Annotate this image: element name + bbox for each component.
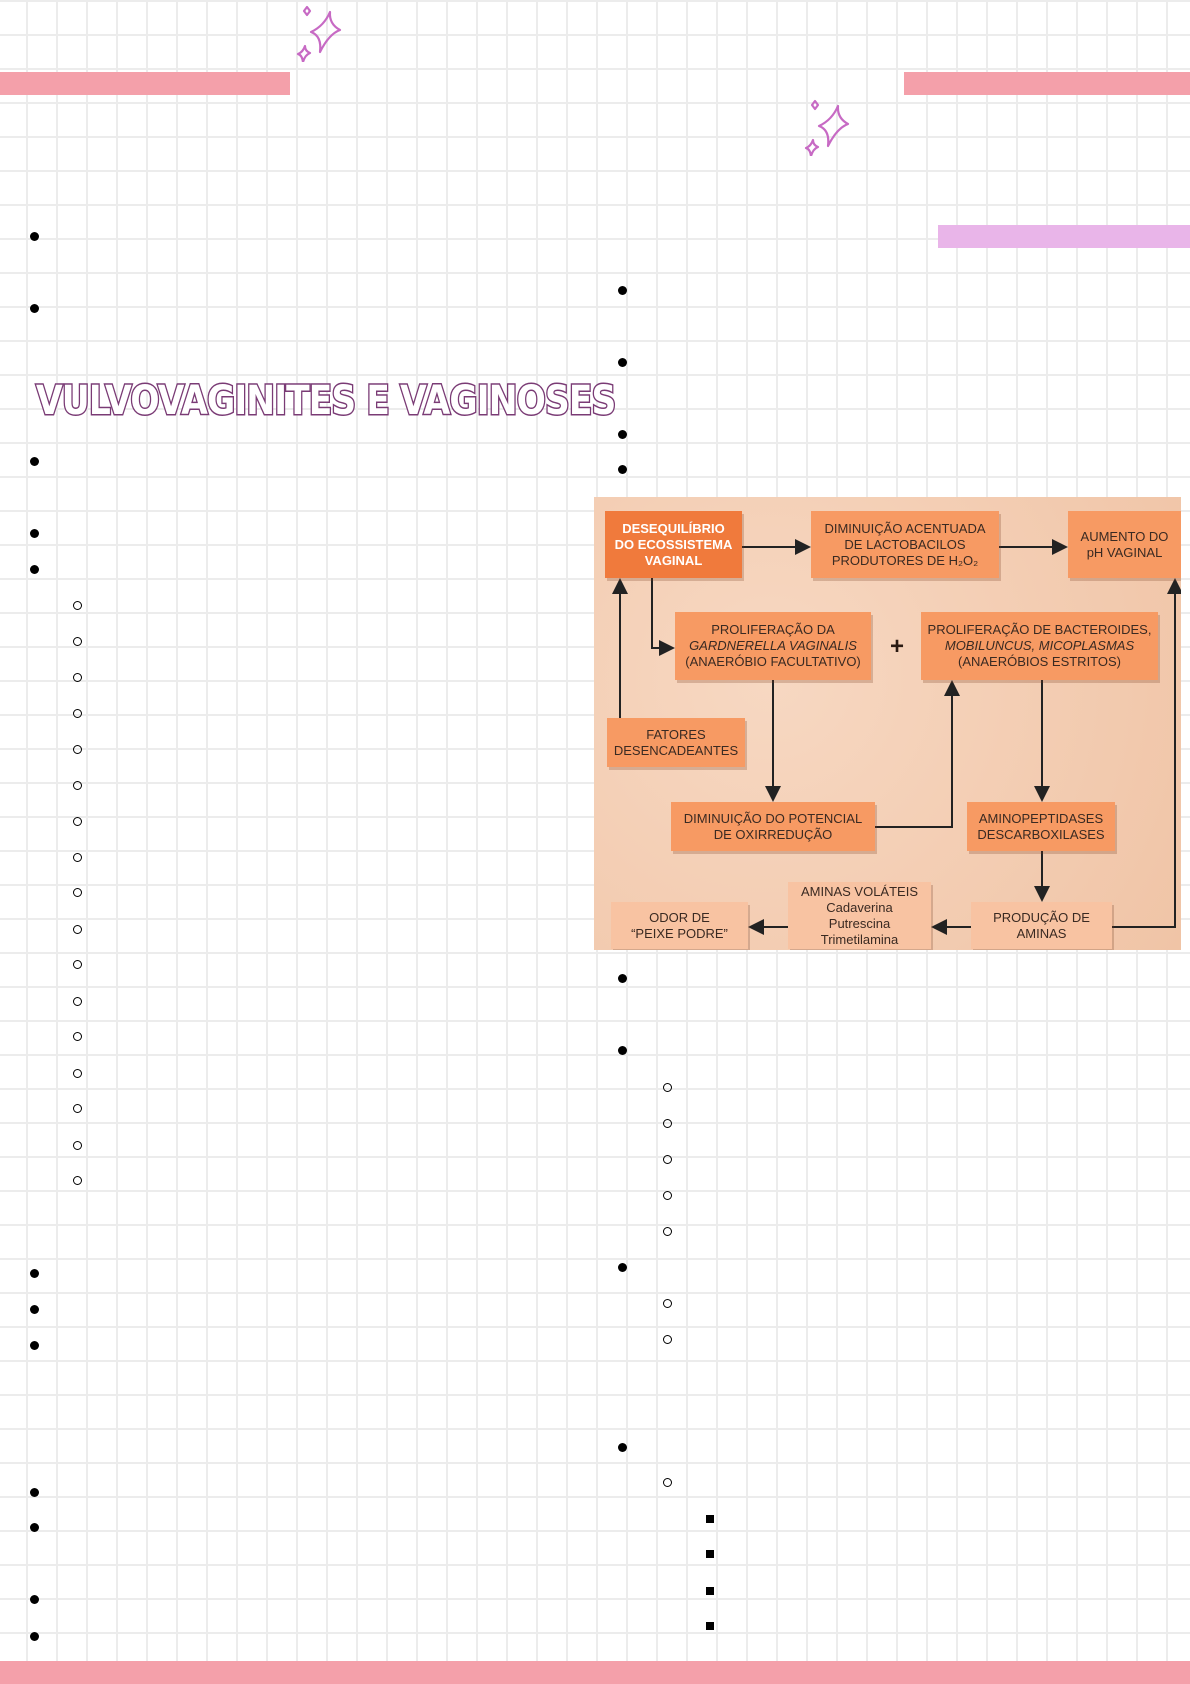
box-line: Cadaverina [826,899,893,915]
box-fishy-odor: ODOR DE“PEIXE PODRE” [611,902,748,949]
bullet-circle-icon [73,1104,83,1114]
bullet-circle-icon [662,1226,672,1236]
pink-header-bar-left [0,72,290,95]
box-line: PROLIFERAÇÃO DA [711,622,835,637]
box-line: “PEIXE PODRE” [631,925,728,941]
bullet-disc-icon [617,429,627,439]
bullet-disc-icon [30,232,40,242]
bullet-disc-icon [30,1631,40,1641]
box-line: DO ECOSSISTEMA [614,536,733,552]
bullet-circle-icon [73,853,83,863]
box-line: AMINAS [1016,925,1067,941]
bullet-circle-icon [73,1176,83,1186]
flowchart-arrows [612,539,1181,935]
box-line: GARDNERELLA VAGINALIS [689,638,857,653]
bullet-disc-icon [30,1340,40,1350]
lilac-section-bar [938,225,1190,248]
box-line: DE LACTOBACILOS [844,536,966,552]
box-line: AMINOPEPTIDASES [978,810,1104,826]
box-line: (ANAERÓBIO FACULTATIVO) [685,654,861,669]
sparkle-icon [296,5,342,62]
bullet-circle-icon [73,1032,83,1042]
bullet-disc-icon [617,974,627,984]
bullet-disc-icon [30,304,40,314]
box-line: PRODUÇÃO DE [993,909,1090,925]
box-line: PRODUTORES DE H₂O₂ [831,552,979,568]
bullet-circle-icon [73,996,83,1006]
bullet-disc-icon [617,1263,627,1273]
bullet-disc-icon [30,1595,40,1605]
box-line: AMINAS VOLÁTEIS [800,883,919,899]
bullet-circle-icon [73,1068,83,1078]
bullet-square-icon [705,1622,714,1631]
bullet-disc-icon [617,1046,627,1056]
bullet-circle-icon [662,1478,672,1488]
bullet-disc-icon [30,1268,40,1278]
box-line: PROLIFERAÇÃO DE BACTEROIDES, [927,622,1152,637]
box-line: DE OXIRREDUÇÃO [713,826,833,842]
box-line: MOBILUNCUS, MICOPLASMAS [944,638,1135,653]
bullet-circle-icon [73,925,83,934]
bullet-circle-icon [662,1082,672,1092]
box-anaerobes: PROLIFERAÇÃO DE BACTEROIDES,MOBILUNCUS, … [921,612,1158,680]
box-line: (ANAERÓBIOS ESTRITOS) [957,654,1121,669]
plus-sign: + [890,633,905,660]
bullet-circle-icon [662,1335,672,1345]
pink-footer-bar [0,1661,1190,1684]
box-line: DESEQUILÍBRIO [622,520,725,536]
box-line: AUMENTO DO [1080,528,1169,544]
box-line: ODOR DE [649,909,710,925]
bullet-disc-icon [30,528,40,538]
box-line: Putrescina [828,915,891,931]
box-line: DESCARBOXILASES [977,826,1105,842]
box-line: VAGINAL [644,552,703,568]
box-line: DIMINUIÇÃO ACENTUADA [824,520,986,536]
bullet-circle-icon [73,600,83,610]
box-line: Trimetilamina [820,931,899,947]
bullet-square-icon [705,1586,714,1595]
bullet-disc-icon [617,285,627,295]
bullet-circle-icon [662,1298,672,1308]
bullet-circle-icon [662,1119,672,1129]
bullet-disc-icon [30,1305,40,1315]
bullet-circle-icon [73,744,83,754]
bullet-circle-icon [662,1154,672,1164]
bullet-circle-icon [73,960,83,970]
bullet-circle-icon [73,816,83,826]
bullet-disc-icon [617,357,627,367]
bullet-disc-icon [30,565,40,575]
bullet-circle-icon [662,1191,672,1201]
bullet-disc-icon [617,1442,627,1452]
bullet-circle-icon [73,888,83,898]
box-line: pH VAGINAL [1086,544,1163,560]
bullet-circle-icon [73,1140,83,1150]
bullet-square-icon [705,1514,714,1523]
bullet-circle-icon [73,781,83,791]
bullet-circle-icon [73,672,83,682]
bullet-disc-icon [30,1523,40,1533]
bullet-disc-icon [30,456,40,466]
sparkle-icon [804,99,850,156]
pink-header-bar-right [904,72,1190,95]
bullet-disc-icon [30,1487,40,1497]
bullet-circle-icon [73,637,83,647]
box-line: FATORES [646,726,706,742]
bullet-disc-icon [617,465,627,475]
box-line: DESENCADEANTES [613,742,739,758]
section-title: VULVOVAGINITES E VAGINOSES [35,377,618,426]
bullet-square-icon [705,1550,714,1559]
box-line: DIMINUIÇÃO DO POTENCIAL [683,810,863,826]
bullet-circle-icon [73,709,83,719]
